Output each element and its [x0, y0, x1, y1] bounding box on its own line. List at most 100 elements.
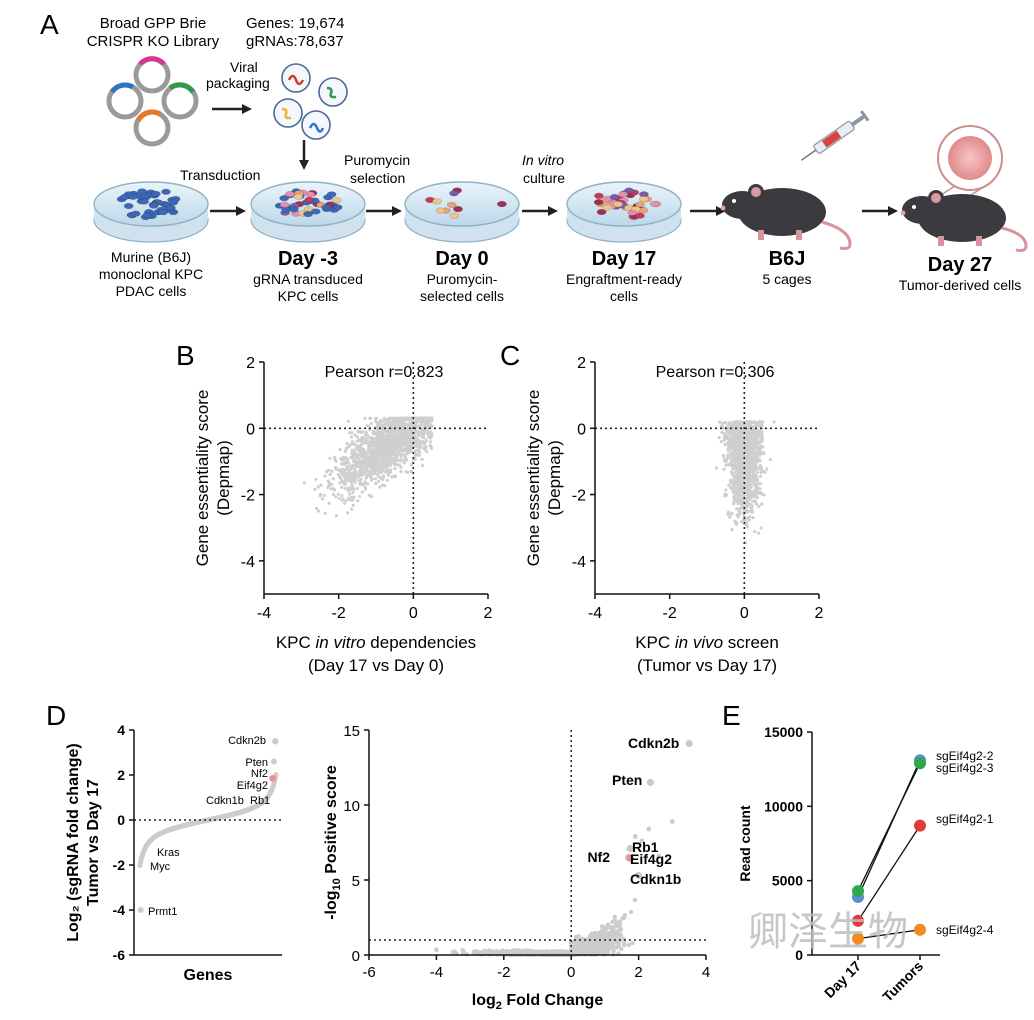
petri-dishes	[93, 181, 682, 243]
gene-label: Rb1	[250, 795, 270, 807]
data-point	[735, 507, 739, 511]
data-point	[357, 452, 361, 456]
gene-count: Genes: 19,674	[246, 15, 344, 32]
y-tick-label: -4	[572, 554, 586, 571]
data-point	[739, 430, 743, 434]
y-tick-label: 0	[577, 421, 586, 438]
data-point	[350, 464, 354, 468]
data-point	[381, 441, 385, 446]
data-point	[428, 444, 432, 448]
stage-4-line1: 5 cages	[762, 271, 811, 287]
data-point	[367, 493, 371, 497]
data-point	[739, 436, 743, 441]
data-point	[379, 439, 383, 443]
data-point	[754, 502, 759, 506]
plasmid-library-icon	[106, 56, 199, 147]
scatter-points	[302, 416, 434, 518]
data-point	[369, 466, 373, 470]
data-point	[416, 416, 420, 420]
petri-dish-icon	[404, 181, 520, 243]
data-point	[336, 492, 341, 496]
data-point	[330, 483, 334, 487]
stage-1-line1: gRNA transduced	[253, 271, 363, 287]
data-point	[720, 424, 724, 428]
data-point	[373, 468, 378, 472]
data-point	[416, 439, 420, 443]
data-point	[720, 430, 724, 435]
data-point	[756, 495, 760, 500]
data-point	[333, 455, 337, 459]
data-point	[331, 477, 335, 481]
data-point	[757, 466, 761, 470]
data-point	[344, 499, 348, 503]
data-point	[375, 431, 379, 435]
data-point	[428, 416, 432, 420]
data-point	[415, 442, 419, 446]
data-point	[377, 446, 381, 450]
data-point	[723, 492, 727, 496]
cell	[130, 210, 141, 217]
data-point	[375, 450, 379, 455]
data-point	[735, 442, 739, 446]
data-point	[356, 462, 360, 466]
data-point	[745, 450, 750, 454]
data-point	[344, 447, 348, 451]
data-point	[756, 455, 760, 459]
x-tick-label: -4	[257, 605, 271, 622]
data-point	[347, 479, 351, 483]
data-point	[366, 457, 370, 461]
data-point	[733, 458, 738, 462]
data-point	[272, 738, 279, 745]
gene-label: Eif4g2	[237, 780, 268, 792]
stage-2-title: Day 0	[435, 248, 488, 270]
data-point	[359, 477, 363, 481]
y-tick-label: 4	[117, 722, 125, 738]
data-point	[754, 489, 758, 493]
data-point	[406, 470, 410, 474]
stage-3-line2: cells	[610, 288, 638, 304]
cell	[168, 199, 179, 206]
data-point	[749, 439, 753, 443]
data-point	[721, 421, 725, 425]
panel-label-c: C	[500, 340, 520, 371]
data-point	[418, 416, 423, 420]
data-point	[745, 457, 749, 461]
data-point	[385, 440, 389, 444]
library-name-line2: CRISPR KO Library	[87, 33, 220, 50]
panel-label-b: B	[176, 340, 195, 371]
data-point	[401, 423, 405, 427]
y-tick-label: -2	[572, 488, 586, 505]
data-point	[409, 469, 413, 474]
data-point	[737, 494, 741, 498]
data-point	[746, 480, 750, 484]
data-point	[727, 510, 731, 514]
cell	[279, 201, 290, 208]
data-point	[407, 416, 411, 420]
cell	[435, 207, 446, 214]
y-axis-label-line1: Gene essentiality score	[524, 390, 543, 567]
data-point	[758, 491, 762, 496]
data-point	[363, 416, 367, 420]
cell	[635, 212, 645, 219]
data-point	[380, 431, 384, 435]
volcano-points	[434, 819, 675, 958]
cell	[332, 204, 343, 211]
data-point	[727, 448, 731, 452]
data-point	[376, 479, 381, 484]
data-point	[350, 448, 354, 452]
data-point	[370, 478, 374, 482]
data-point	[756, 470, 760, 474]
data-point	[757, 420, 761, 424]
data-point	[753, 530, 757, 534]
data-point	[362, 450, 366, 454]
data-point	[355, 435, 359, 439]
data-point	[396, 445, 400, 449]
data-point	[749, 470, 753, 474]
data-point	[746, 495, 750, 499]
data-point	[377, 437, 381, 441]
data-point	[387, 456, 391, 460]
gene-label: Nf2	[251, 768, 268, 780]
data-point	[744, 434, 748, 438]
data-point	[320, 497, 325, 501]
x-axis-label-line2: (Day 17 vs Day 0)	[308, 656, 444, 675]
